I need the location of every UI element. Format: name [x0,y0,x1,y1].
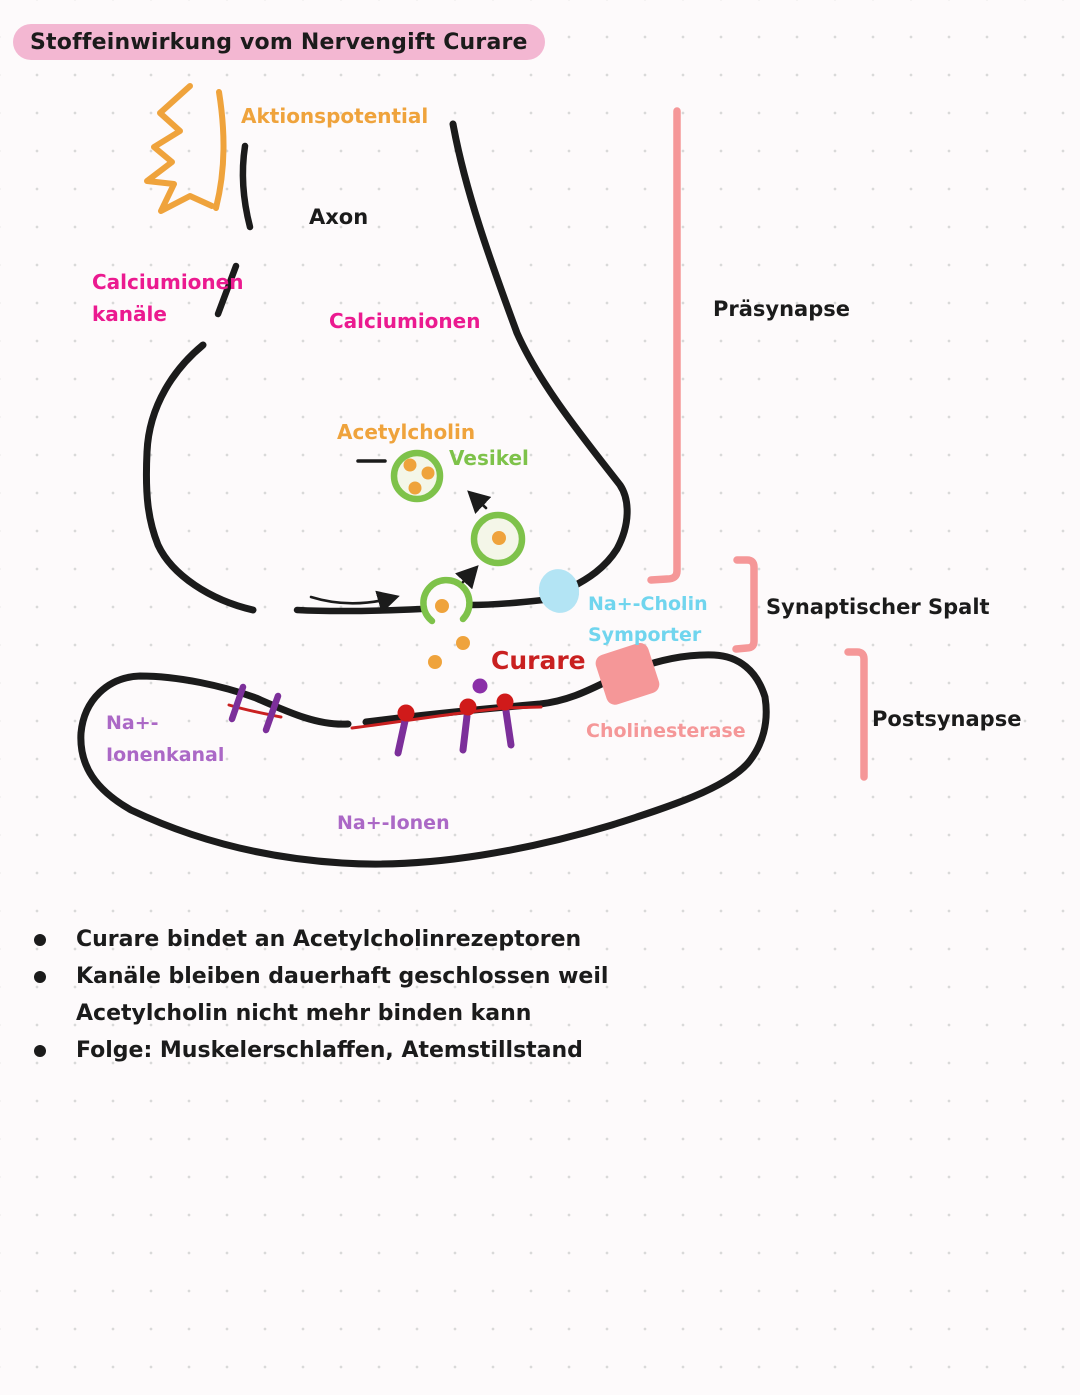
label-axon: Axon [309,205,369,229]
symporter-shape [538,569,580,613]
vesicle-fusing [420,576,473,625]
vesicle-full [390,449,444,503]
acetylcholine-released-dots [428,636,470,669]
synaptic-cleft-bracket [732,556,758,653]
label-synaptischer-spalt: Synaptischer Spalt [766,595,990,619]
label-calcium-channels: Calciumionen kanäle [92,270,244,326]
cholinesterase-shape [595,642,660,705]
label-aktionspotential: Aktionspotential [241,104,429,128]
label-curare: Curare [491,646,586,675]
page-title: Stoffeinwirkung vom Nervengift Curare [13,24,545,60]
label-symporter: Na+-Cholin Symporter [588,593,708,646]
action-potential-icon [144,83,227,214]
praesynapse-marker-line [647,107,681,584]
label-na-ionenkanal: Na+- Ionenkanal [106,712,225,766]
presynapse-membrane [142,120,631,615]
vesicle-moving [470,511,526,567]
list-item: Folge: Muskelerschlaffen, Atemstillstand [28,1032,648,1069]
notes-list: Curare bindet an Acetylcholinrezeptoren … [28,921,648,1069]
label-praesynapse: Präsynapse [713,297,851,321]
bullet-icon [34,971,46,983]
label-calciumionen: Calciumionen [329,309,481,333]
postsynapse-marker-line [844,648,868,781]
na-ion-channels [228,683,282,734]
label-cholinesterase: Cholinesterase [586,720,746,742]
label-postsynapse: Postsynapse [872,707,1022,731]
list-item: Kanäle bleiben dauerhaft geschlossen wei… [28,958,648,1032]
calcium-channel-stroke [214,262,240,318]
bullet-icon [34,1045,46,1057]
label-acetylcholin: Acetylcholin [337,420,476,444]
vesicle-arrow-up [467,490,492,514]
label-na-ionen: Na+-Ionen [337,812,450,834]
label-vesikel: Vesikel [449,446,529,470]
bullet-icon [34,934,46,946]
vesicle-arrow-along-membrane [309,590,400,614]
page-title-text: Stoffeinwirkung vom Nervengift Curare [30,29,528,55]
curare-molecule-dot [472,678,488,694]
acetylcholine-receptors [394,693,515,757]
vesicle-arrow-fuse [455,565,479,590]
list-item: Curare bindet an Acetylcholinrezeptoren [28,921,648,958]
